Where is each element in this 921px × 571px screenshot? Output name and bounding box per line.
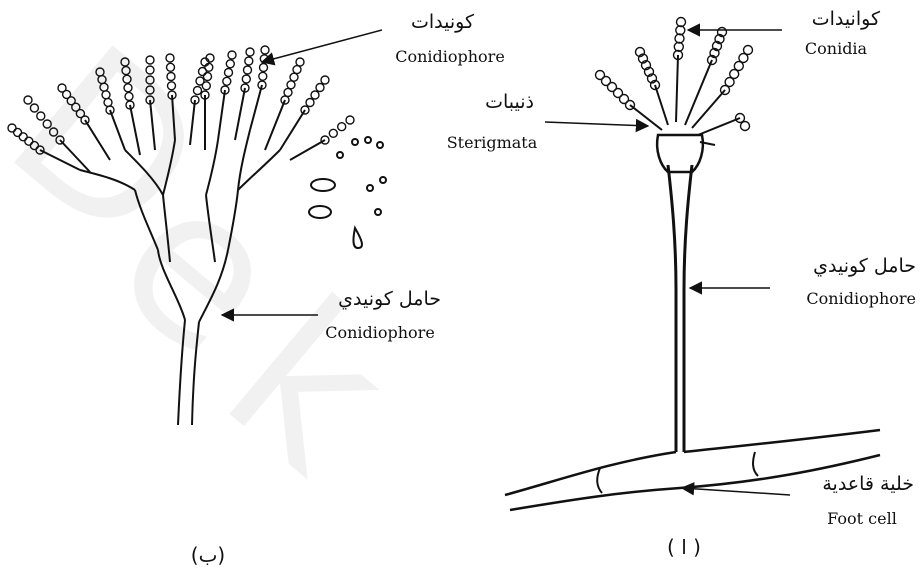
label-a-footcell-en: Foot cell <box>827 509 897 528</box>
label-a-conidia-en: Conidia <box>805 39 868 58</box>
vesicle <box>657 135 703 172</box>
conidium <box>242 75 250 83</box>
conidium <box>226 60 234 68</box>
conidium <box>261 46 269 54</box>
conidium <box>596 71 605 80</box>
conidium <box>284 88 292 96</box>
conidium <box>245 57 253 65</box>
label-b-conidiophore-ar: حامل كونيدي <box>338 288 441 310</box>
conidium <box>287 81 295 89</box>
foot-cell <box>505 430 880 510</box>
label-b-conidiophore-en: Conidiophore <box>325 323 435 342</box>
label-a-conidiophore-ar: حامل كونيدي <box>813 255 916 277</box>
conidium <box>223 77 231 85</box>
conidium <box>296 58 304 66</box>
free-spores <box>309 137 386 248</box>
label-b-conidia-ar: كونيدات <box>411 11 475 33</box>
conidium <box>244 66 252 74</box>
label-a-sterigmata-en: Sterigmata <box>447 133 538 152</box>
conidium <box>8 124 16 132</box>
conidium <box>321 76 329 84</box>
conidium <box>24 96 32 104</box>
label-a-sterigmata-ar: ذنيبات <box>485 91 534 113</box>
conidium <box>316 84 324 92</box>
conidium <box>741 122 750 131</box>
conidium <box>338 123 346 131</box>
caption-b: (ب) <box>191 543 225 567</box>
conidia-chains-a <box>596 18 753 131</box>
conidium <box>260 64 268 72</box>
conidium <box>259 72 267 80</box>
conidium <box>225 69 233 77</box>
conidium <box>311 91 319 99</box>
conidium <box>329 129 337 137</box>
conidium <box>228 51 236 59</box>
label-a-conidia-ar: كوانيدات <box>812 8 881 30</box>
conidium <box>290 73 298 81</box>
conidium <box>246 48 254 56</box>
label-b-conidia-en: Conidiophore <box>395 47 505 66</box>
conidium <box>306 99 314 107</box>
label-a-footcell-ar: خلية قاعدية <box>822 473 914 495</box>
conidium <box>293 66 301 74</box>
watermark: D e k <box>0 0 433 518</box>
caption-a: ( ا ) <box>667 535 701 559</box>
conidiophore-stalk <box>668 165 692 452</box>
conidium <box>744 46 753 55</box>
label-a-conidiophore-en: Conidiophore <box>806 289 916 308</box>
conidium <box>346 116 354 124</box>
